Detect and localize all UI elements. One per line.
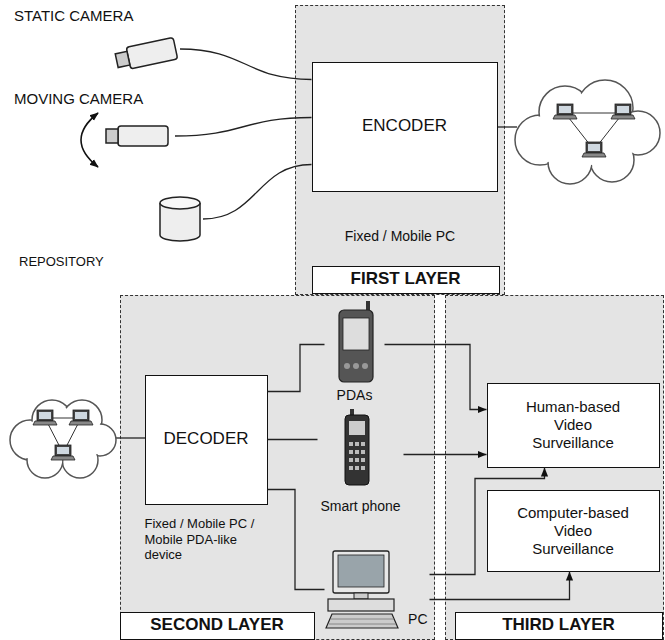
camera-icon — [126, 37, 178, 68]
text-slot: Fixed / Mobile PC / Mobile PDA-like devi… — [145, 516, 270, 563]
pc-icon — [326, 551, 398, 628]
camera-icon — [118, 126, 168, 146]
node-label: ENCODER — [362, 116, 447, 136]
repository-icon — [160, 197, 200, 209]
illustration — [611, 104, 635, 119]
text-slot: REPOSITORY — [19, 254, 104, 270]
text-slot: THIRD LAYER — [455, 612, 663, 640]
text-slot: MOVING CAMERA — [14, 90, 143, 108]
pc-icon — [331, 619, 394, 620]
node-label: Fixed / Mobile PC / Mobile PDA-like devi… — [145, 516, 270, 563]
pc-icon — [329, 619, 396, 624]
phone-icon — [345, 409, 369, 485]
text-slot: FIRST LAYER — [312, 266, 500, 294]
layer-label: FIRST LAYER — [312, 266, 500, 294]
node-label: STATIC CAMERA — [14, 7, 133, 25]
phone-icon — [355, 458, 359, 462]
pc-icon — [333, 551, 389, 593]
surveillance-box: Computer-based Video Surveillance — [487, 490, 660, 572]
pc-icon — [326, 614, 398, 628]
layer-band: Fixed / Mobile PC FIRST LAYER ENCODER — [295, 5, 505, 295]
pc-icon — [354, 593, 368, 599]
illustration — [553, 104, 577, 119]
text-slot: Computer-based Video Surveillance — [488, 491, 659, 571]
node-label: Smart phone — [318, 498, 404, 515]
phone-icon — [355, 466, 359, 470]
encoder-box: ENCODER — [312, 62, 498, 192]
rotation-arrow — [81, 113, 98, 167]
connector-line — [180, 49, 312, 80]
node-label: DECODER — [163, 429, 248, 449]
illustration — [69, 410, 93, 425]
connector-line — [404, 454, 487, 455]
network-cloud — [12, 402, 115, 477]
text-slot: SECOND LAYER — [120, 612, 315, 640]
layer-label: SECOND LAYER — [120, 612, 315, 640]
node-label: REPOSITORY — [19, 254, 104, 270]
layer-label: THIRD LAYER — [455, 612, 663, 640]
node-label: PC — [408, 611, 427, 628]
surveillance-box: Human-based Video Surveillance — [487, 383, 660, 468]
node-label: Fixed / Mobile PC — [296, 228, 504, 245]
phone-icon — [349, 458, 353, 462]
camera-icon — [114, 37, 177, 71]
network-cloud — [10, 400, 116, 478]
phone-icon — [355, 442, 359, 446]
phone-icon — [361, 466, 365, 470]
phone-icon — [349, 466, 353, 470]
node-label: Computer-based Video Surveillance — [514, 504, 632, 558]
network-link — [114, 437, 145, 438]
connector-line — [268, 439, 318, 440]
pda-icon — [343, 318, 369, 350]
text-slot: Human-based Video Surveillance — [488, 384, 659, 467]
connector-line — [175, 118, 312, 137]
phone-icon — [345, 415, 369, 485]
pc-icon — [338, 555, 384, 587]
text-slot: DECODER — [146, 376, 267, 504]
phone-icon — [361, 442, 365, 446]
pda-icon — [344, 363, 350, 369]
decoder-box: DECODER — [145, 375, 268, 505]
camera-icon — [106, 126, 168, 146]
repository-icon — [160, 197, 200, 241]
phone-icon — [349, 442, 365, 470]
camera-icon — [106, 129, 118, 143]
phone-icon — [349, 442, 353, 446]
node-label: Human-based Video Surveillance — [514, 398, 632, 452]
phone-icon — [349, 421, 365, 435]
pc-icon — [329, 624, 396, 625]
illustration — [33, 410, 57, 425]
pda-icon — [362, 363, 368, 369]
network-link — [565, 113, 623, 114]
text-slot: STATIC CAMERA — [14, 7, 133, 25]
text-slot: Smart phone — [318, 498, 404, 515]
text-slot: PDAs — [325, 387, 385, 404]
pc-icon — [328, 599, 394, 611]
text-slot: PC — [408, 611, 427, 628]
pda-icon — [339, 310, 373, 382]
text-slot: ENCODER — [313, 63, 497, 191]
network-cloud — [517, 82, 659, 183]
text-slot: Fixed / Mobile PC — [296, 228, 504, 245]
phone-icon — [361, 450, 365, 454]
layer-band: THIRD LAYER Human-based Video Surveillanc… — [445, 295, 664, 640]
illustration — [51, 445, 75, 460]
phone-icon — [355, 450, 359, 454]
node-label: PDAs — [325, 387, 385, 404]
phone-icon — [361, 458, 365, 462]
illustration — [582, 142, 606, 157]
network-cloud — [515, 80, 660, 184]
network-cloud — [34, 420, 94, 460]
pda-icon — [353, 363, 359, 369]
phone-icon — [349, 450, 353, 454]
pda-icon — [339, 301, 373, 382]
network-link — [498, 126, 517, 127]
node-label: MOVING CAMERA — [14, 90, 143, 108]
camera-icon — [115, 51, 130, 67]
